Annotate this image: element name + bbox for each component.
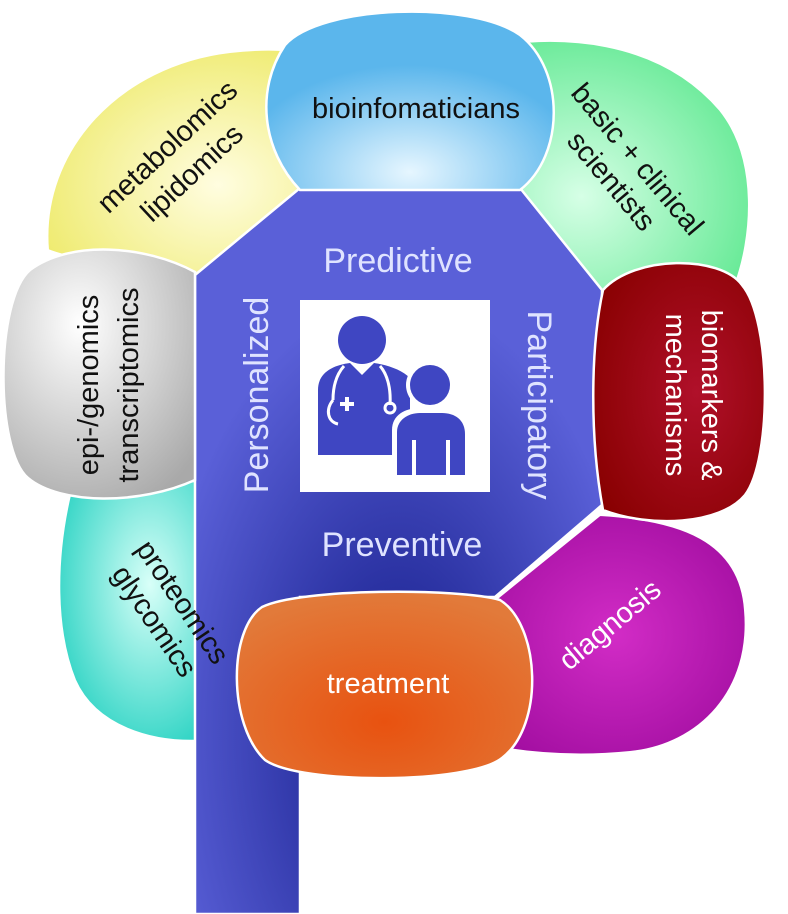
label-transcriptomics: transcriptomics	[113, 288, 145, 483]
label-group-epigenomics: epi-/genomics transcriptomics	[73, 288, 145, 483]
label-epigenomics: epi-/genomics	[73, 295, 105, 476]
label-participatory: Participatory	[520, 311, 558, 500]
label-personalized: Personalized	[238, 297, 276, 494]
label-mechanisms: mechanisms	[659, 314, 691, 477]
lobe-epigenomics	[2, 248, 197, 500]
label-predictive: Predictive	[323, 242, 472, 280]
label-preventive: Preventive	[322, 526, 483, 564]
lobe-diagnosis	[483, 513, 747, 756]
label-bioinformaticians: bioinfomaticians	[312, 93, 520, 125]
label-biomarkers: biomarkers &	[695, 310, 727, 481]
label-group-biomarkers: biomarkers & mechanisms	[659, 310, 727, 481]
lobe-bioinformaticians	[265, 10, 555, 192]
doctor-patient-icon	[300, 300, 490, 492]
lobe-treatment	[235, 590, 534, 780]
lobe-proteomics	[58, 478, 212, 742]
label-treatment: treatment	[327, 668, 450, 700]
lobe-biomarkers	[592, 261, 767, 523]
